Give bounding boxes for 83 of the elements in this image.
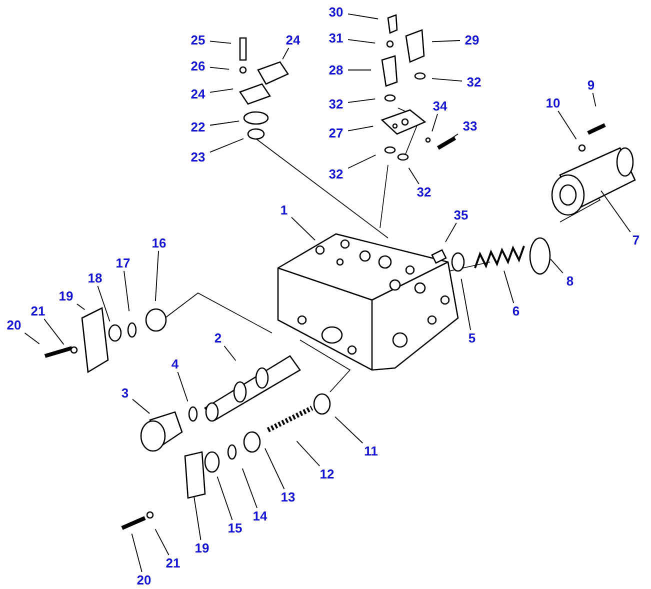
leader-line [348, 39, 376, 44]
callout-number: 24 [190, 88, 206, 100]
leader-line [592, 92, 596, 107]
callout-number: 35 [454, 208, 468, 222]
callout-number: 8 [566, 274, 574, 288]
leader-line [296, 440, 320, 466]
leader-line [460, 278, 471, 330]
callout-number: 7 [632, 234, 640, 246]
callout-number: 20 [6, 318, 22, 332]
callout-number: 32 [328, 98, 344, 110]
leader-line [348, 98, 376, 103]
callout-number: 12 [320, 468, 334, 480]
leader-line [124, 270, 130, 312]
callout-number: 6 [512, 304, 520, 318]
callout-number: 32 [416, 186, 432, 198]
leader-line [210, 88, 234, 93]
callout-number: 1 [280, 204, 288, 216]
leader-line [348, 154, 376, 169]
callout-number: 16 [152, 236, 166, 250]
callout-number: 15 [228, 522, 242, 534]
leader-line [210, 138, 244, 153]
callout-number: 33 [462, 120, 478, 132]
leader-line [291, 216, 316, 241]
leader-line [224, 346, 236, 361]
callout-number: 17 [116, 256, 130, 270]
leader-line [154, 250, 159, 302]
callout-number: 23 [190, 150, 206, 164]
leader-line [132, 398, 150, 414]
leader-line [97, 286, 110, 322]
callout-number: 32 [466, 76, 482, 88]
leader-line [177, 372, 188, 402]
leader-line [264, 448, 285, 490]
callout-number: 22 [190, 120, 206, 134]
leader-line [432, 114, 438, 132]
leader-line [282, 48, 290, 60]
leader-line [348, 14, 379, 20]
leader-line [600, 190, 631, 232]
leader-line [210, 40, 232, 44]
callout-number: 27 [328, 126, 344, 140]
leader-line [44, 318, 64, 345]
leader-line [504, 270, 514, 304]
callout-number: 21 [30, 304, 46, 318]
callout-number: 4 [171, 358, 179, 370]
leader-line [408, 167, 420, 184]
callout-number: 11 [364, 444, 378, 458]
callout-number: 19 [58, 290, 74, 302]
callout-number: 13 [280, 490, 296, 504]
callout-number: 28 [328, 64, 344, 76]
leader-line [432, 40, 460, 42]
leader-line [194, 496, 202, 540]
callout-number: 26 [190, 60, 206, 72]
callout-number: 34 [432, 100, 448, 112]
leader-line [76, 304, 86, 310]
leader-line [558, 110, 577, 140]
callout-number: 2 [214, 332, 222, 344]
callout-number: 25 [190, 34, 206, 46]
callout-number: 32 [328, 168, 344, 180]
leader-line [210, 66, 230, 70]
leader-line [131, 533, 142, 572]
callout-number: 29 [464, 34, 480, 46]
callout-number: 31 [328, 32, 344, 44]
callout-number: 9 [587, 78, 595, 92]
leader-line [154, 528, 170, 556]
leader-line [348, 126, 374, 132]
leader-line [24, 332, 40, 344]
callout-number: 5 [468, 332, 476, 344]
callout-number: 30 [328, 6, 344, 18]
leader-line [334, 416, 364, 444]
callout-number: 24 [286, 34, 300, 46]
callout-number: 19 [194, 542, 210, 554]
leader-line [210, 120, 240, 126]
callout-number: 14 [252, 510, 268, 522]
leader-line [216, 476, 233, 520]
leader-line [242, 468, 258, 508]
callout-number: 10 [546, 96, 560, 110]
leader-line [550, 258, 564, 274]
callout-number: 3 [121, 386, 129, 400]
leader-line [432, 78, 462, 82]
callout-number: 18 [88, 272, 102, 284]
callout-number: 21 [166, 556, 180, 570]
callout-number: 20 [136, 574, 152, 586]
leader-line [453, 134, 458, 138]
leader-line [445, 222, 457, 242]
